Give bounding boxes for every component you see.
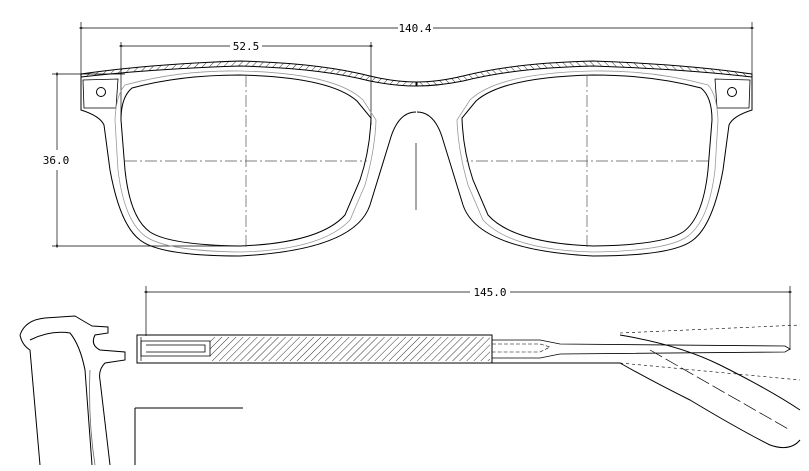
- left-rim: [80, 60, 417, 257]
- overall-width-label: 140.4: [398, 22, 431, 35]
- front-view: [52, 22, 754, 257]
- side-view: [19, 286, 801, 466]
- lens-height-label: 36.0: [43, 154, 70, 167]
- temple-hatch: [210, 337, 490, 361]
- hinge-screw-icon: [96, 87, 106, 97]
- temple-length-label: 145.0: [473, 286, 506, 299]
- lens-width-label: 52.5: [233, 40, 260, 53]
- right-rim: [416, 60, 753, 257]
- temple-arm: [136, 334, 493, 364]
